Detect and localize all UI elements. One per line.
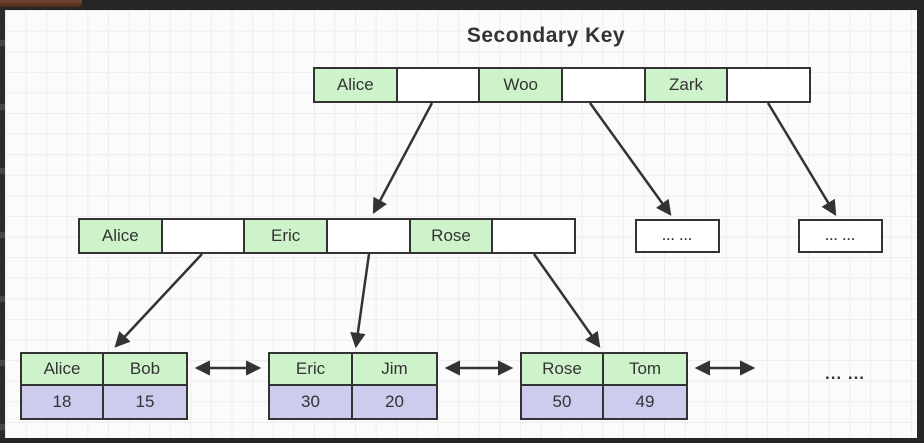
root-cell-pointer-3[interactable]: [728, 69, 810, 101]
leaf1-value-2[interactable]: 15: [104, 386, 186, 418]
root-cell-key-3[interactable]: Zark: [645, 69, 729, 101]
root-cell-key-2[interactable]: Woo: [480, 69, 564, 101]
accent-tab: [0, 0, 82, 7]
internal-cell-pointer-3[interactable]: [493, 220, 575, 252]
leaf3-value-1[interactable]: 50: [522, 386, 604, 418]
leaf3-value-2[interactable]: 49: [604, 386, 686, 418]
internal-cell-pointer-2[interactable]: [328, 220, 411, 252]
leaf1-key-1[interactable]: Alice: [22, 354, 104, 386]
ellipsis-node-1[interactable]: ... ...: [635, 219, 720, 253]
leaf3-key-1[interactable]: Rose: [522, 354, 604, 386]
edge-root-to-internal: [372, 102, 434, 215]
leaf2-value-2[interactable]: 20: [353, 386, 436, 418]
root-node[interactable]: Alice Woo Zark: [313, 67, 811, 103]
internal-node[interactable]: Alice Eric Rose: [78, 218, 576, 254]
internal-cell-key-2[interactable]: Eric: [245, 220, 329, 252]
diagram-title: Secondary Key: [466, 24, 626, 47]
leaf1-key-2[interactable]: Bob: [104, 354, 186, 386]
ellipsis-node-2[interactable]: ... ...: [798, 219, 883, 253]
edge-internal-to-leaf-3: [532, 253, 601, 348]
trailing-ellipsis: ... ...: [824, 364, 866, 383]
leaf2-key-1[interactable]: Eric: [270, 354, 353, 386]
leaf2-key-2[interactable]: Jim: [353, 354, 436, 386]
leaf-node-2[interactable]: Eric Jim 30 20: [268, 352, 438, 420]
edge-root-to-ellipsis-1: [588, 102, 672, 216]
leaf-node-3[interactable]: Rose Tom 50 49: [520, 352, 688, 420]
leaf3-key-2[interactable]: Tom: [604, 354, 686, 386]
leaf1-value-1[interactable]: 18: [22, 386, 104, 418]
internal-cell-key-1[interactable]: Alice: [80, 220, 163, 252]
edges-layer: [114, 102, 837, 376]
edge-internal-to-leaf-2: [350, 253, 371, 349]
edge-internal-to-leaf-1: [114, 253, 203, 348]
diagram-canvas[interactable]: Secondary Key Alice Woo Zark Alice Eric …: [5, 10, 917, 438]
internal-cell-pointer-1[interactable]: [162, 220, 246, 252]
root-cell-key-1[interactable]: Alice: [315, 69, 398, 101]
left-edge-strip: [0, 10, 5, 438]
root-cell-pointer-1[interactable]: [397, 69, 481, 101]
leaf2-value-1[interactable]: 30: [270, 386, 353, 418]
root-cell-pointer-2[interactable]: [563, 69, 646, 101]
leaf-node-1[interactable]: Alice Bob 18 15: [20, 352, 188, 420]
edge-root-to-ellipsis-2: [766, 102, 837, 216]
internal-cell-key-3[interactable]: Rose: [410, 220, 494, 252]
